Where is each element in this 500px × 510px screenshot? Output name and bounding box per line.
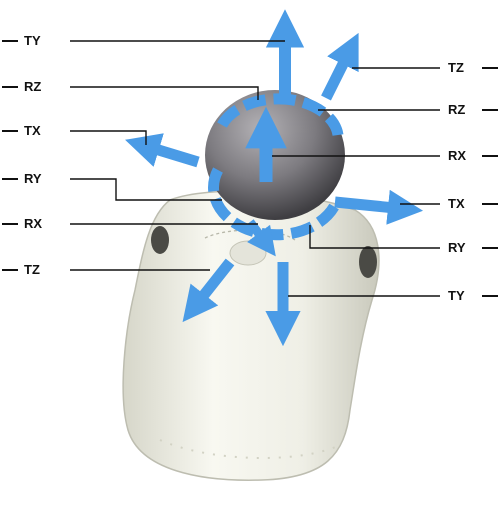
arrow-tz-back bbox=[326, 58, 346, 98]
right-button bbox=[359, 246, 377, 278]
label-right-rx: RX bbox=[448, 149, 466, 163]
label-left-rz: RZ bbox=[24, 80, 41, 94]
tick-right-2 bbox=[482, 109, 498, 111]
label-right-ry: RY bbox=[448, 241, 466, 255]
label-right-tx: TX bbox=[448, 197, 465, 211]
tick-right-1 bbox=[482, 67, 498, 69]
tick-right-4 bbox=[482, 203, 498, 205]
label-left-rx: RX bbox=[24, 217, 42, 231]
tick-right-5 bbox=[482, 247, 498, 249]
label-right-tz: TZ bbox=[448, 61, 464, 75]
tick-left-1 bbox=[2, 40, 18, 42]
tick-left-6 bbox=[2, 269, 18, 271]
label-right-rz: RZ bbox=[448, 103, 465, 117]
label-right-ty: TY bbox=[448, 289, 465, 303]
tick-right-6 bbox=[482, 295, 498, 297]
arrow-tx-left bbox=[152, 148, 198, 162]
arrow-tx-right bbox=[335, 202, 395, 208]
label-left-tx: TX bbox=[24, 124, 41, 138]
leader-tx-left bbox=[70, 131, 146, 145]
tick-right-3 bbox=[482, 155, 498, 157]
label-left-tz: TZ bbox=[24, 263, 40, 277]
label-left-ty: TY bbox=[24, 34, 41, 48]
label-left-ry: RY bbox=[24, 172, 42, 186]
leader-rz-left bbox=[70, 87, 258, 100]
tick-left-5 bbox=[2, 223, 18, 225]
tick-left-3 bbox=[2, 130, 18, 132]
left-button bbox=[151, 226, 169, 254]
tick-left-4 bbox=[2, 178, 18, 180]
tick-left-2 bbox=[2, 86, 18, 88]
